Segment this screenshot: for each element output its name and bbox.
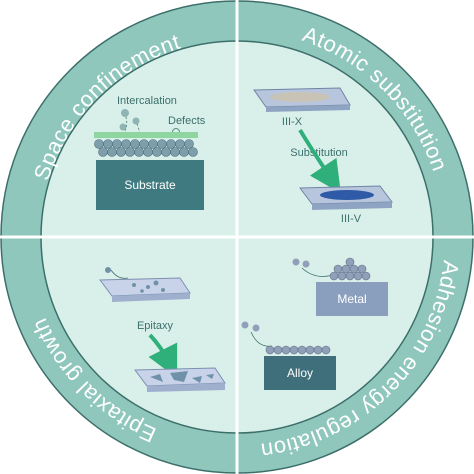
adatom (105, 267, 111, 273)
substitution-arrow (298, 128, 341, 194)
defects-label: Defects (168, 115, 206, 127)
intercalation-path (123, 116, 128, 134)
metal-source-atom (302, 260, 310, 268)
nuclei (132, 280, 165, 293)
alloy-source-atom (241, 321, 249, 329)
alloy-block (264, 356, 336, 390)
intercalated-atom-row (94, 139, 198, 157)
metal-source-atom (292, 258, 300, 266)
intercalating-atom (121, 109, 129, 117)
alloy-source-atom (252, 324, 260, 332)
substrate-label: Substrate (124, 178, 176, 192)
iii-x-label: III-X (282, 116, 303, 128)
epitaxy-label: Epitaxy (137, 320, 174, 332)
quadrant-epitaxial-growth: Epitaxy (99, 267, 226, 392)
intercalation-label: Intercalation (117, 95, 177, 107)
quadrant-adhesion-energy: Metal Alloy (241, 257, 388, 390)
adatom-path (110, 269, 129, 279)
iii-v-film (320, 190, 374, 200)
alloy-label: Alloy (287, 366, 313, 380)
intercalating-atom (132, 117, 140, 125)
substrate-block (96, 160, 204, 210)
iii-v-label: III-V (341, 213, 362, 225)
quadrant-atomic-substitution: III-X Substitution III-V (253, 87, 393, 225)
metal-block (316, 282, 388, 316)
epitaxial-domains (150, 371, 214, 383)
iii-x-film (270, 92, 330, 102)
2d-layer (94, 132, 198, 138)
quadrant-space-confinement: Intercalation Defects Substrate (94, 95, 206, 210)
epitaxy-substrate-top (99, 277, 191, 297)
substitution-label: Substitution (290, 147, 347, 159)
metal-label: Metal (337, 292, 366, 306)
iii-v-plate-side (312, 202, 392, 210)
epitaxy-substrate-side (112, 293, 190, 302)
alloy-atom-row (265, 345, 331, 355)
iii-x-plate-side (266, 105, 350, 112)
epitaxial-film-side (147, 383, 225, 392)
metal-cluster (329, 257, 371, 281)
epitaxy-arrow (148, 333, 178, 379)
intercalating-atom (119, 123, 127, 131)
